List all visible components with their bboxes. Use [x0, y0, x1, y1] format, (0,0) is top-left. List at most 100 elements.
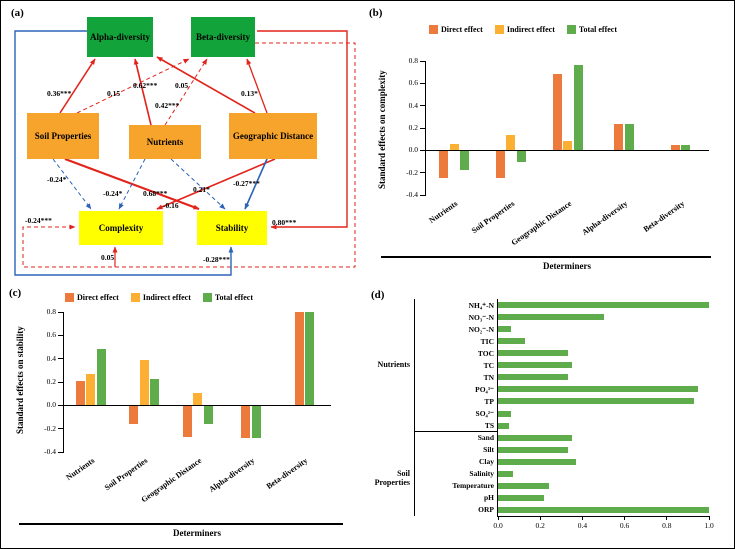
item-label: NO₂⁻-N [468, 324, 494, 334]
legend-swatch [130, 293, 140, 302]
item-label: TOC [477, 348, 494, 358]
y-tick-mark [58, 381, 64, 383]
node-geographic-distance: Geographic Distance [229, 113, 317, 159]
legend-item: Direct effect [65, 293, 119, 302]
bar-total-effect [681, 144, 691, 151]
bar-total-effect [516, 150, 526, 162]
panel-a-sem-diagram: (a) [5, 5, 361, 283]
x-axis-title: Determiners [543, 261, 591, 271]
legend-swatch [566, 25, 576, 34]
item-label: TP [484, 396, 494, 406]
bar-item [498, 434, 572, 441]
y-tick-label: 0.2 [46, 377, 56, 386]
bar-direct-effect [552, 74, 562, 151]
y-tick-label: 0.4 [46, 353, 56, 363]
bar-item [498, 482, 549, 489]
legend-swatch [65, 293, 74, 302]
bar-item [498, 302, 709, 309]
edge-coefficient-label: 0.13* [241, 89, 258, 98]
bar-indirect-effect [193, 392, 202, 406]
x-tick-label: 1.0 [704, 521, 714, 530]
bar-total-effect [96, 349, 106, 406]
node-alpha-diversity: Alpha-diversity [87, 17, 153, 57]
bar-direct-effect [670, 144, 680, 151]
arrow-soil-to-complexity [52, 158, 92, 210]
arrow-geo-to-stability [244, 158, 268, 210]
edge-coefficient-label: 0.21* [193, 185, 210, 194]
item-label: TN [483, 372, 494, 382]
zero-line [426, 149, 709, 151]
edge-coefficient-label: 0.05 [101, 253, 115, 262]
legend-label: Indirect effect [142, 293, 191, 302]
node-complexity: Complexity [79, 211, 163, 245]
x-tick-label: 0.0 [493, 521, 503, 530]
bar-direct-effect [439, 150, 449, 178]
bar-indirect-effect [86, 373, 96, 406]
legend: Direct effect Indirect effect Total effect [65, 293, 253, 302]
arrow-soil-to-alpha [59, 58, 96, 114]
item-label: ORP [478, 505, 494, 515]
x-tick-mark [539, 516, 541, 520]
legend-swatch [202, 293, 212, 302]
bar-item [498, 422, 509, 429]
bar-item [498, 494, 545, 501]
x-axis-title: Determiners [173, 528, 221, 538]
panel-c-tag: (c) [9, 287, 22, 299]
edge-coefficient-label: 0.42*** [155, 101, 180, 110]
bar-direct-effect [294, 312, 304, 406]
bar-total-effect [305, 312, 315, 406]
bar-total-effect [251, 405, 261, 439]
x-tick-mark [708, 516, 710, 520]
y-tick-label: 0.0 [408, 145, 418, 155]
edge-coefficient-label: -0.16 [163, 201, 179, 210]
edge-coefficient-label: 0.80*** [272, 218, 297, 227]
legend-label: Total effect [578, 25, 618, 34]
bar-item [498, 506, 709, 513]
y-tick-label: 0.8 [46, 307, 56, 316]
bar-item [498, 362, 572, 369]
bar-direct-effect [75, 380, 85, 406]
bar-direct-effect [241, 405, 251, 439]
y-tick-mark [58, 404, 64, 406]
item-label: Salinity [469, 469, 494, 479]
legend-item: Direct effect [429, 25, 483, 34]
legend-label: Total effect [214, 293, 254, 302]
bar-item [498, 326, 511, 333]
x-tick-mark [624, 516, 626, 520]
edge-coefficient-label: -0.28*** [203, 255, 230, 264]
item-label: Silt [483, 445, 494, 455]
y-tick-mark [58, 311, 64, 313]
edge-coefficient-label: 0.15 [107, 89, 121, 98]
y-tick-label: 0.8 [408, 56, 418, 65]
x-tick-label: 0.6 [619, 521, 630, 530]
y-tick-label: -0.2 [406, 167, 418, 177]
legend-item: Total effect [566, 25, 618, 34]
group-label: Nutrients [377, 360, 410, 370]
y-tick-mark [58, 358, 64, 360]
node-beta-diversity: Beta-diversity [191, 17, 255, 57]
y-tick-label: 0.6 [408, 78, 418, 88]
bar-item [498, 446, 568, 453]
y-tick-label: -0.4 [406, 190, 418, 199]
item-label: Sand [477, 433, 494, 443]
arrow-geo-to-beta [246, 58, 268, 114]
legend-item: Indirect effect [130, 293, 191, 302]
panel-b-complexity-chart: (b) Standard effects on complexity Direc… [363, 5, 732, 283]
bar-item [498, 410, 511, 417]
arrow-beta-to-stability [257, 30, 348, 230]
edge-coefficient-label: -0.27*** [233, 179, 260, 188]
bar-total-effect [460, 150, 470, 170]
legend-swatch [494, 25, 504, 34]
arrow-geo-to-alpha [156, 56, 256, 114]
y-tick-label: 0.0 [46, 400, 56, 410]
legend-label: Direct effect [441, 25, 483, 34]
node-stability: Stability [197, 211, 267, 245]
item-label: NH₄⁺-N [468, 300, 494, 310]
edge-coefficient-label: 0.05 [175, 81, 189, 90]
legend-item: Total effect [202, 293, 254, 302]
x-tick-mark [666, 516, 668, 520]
